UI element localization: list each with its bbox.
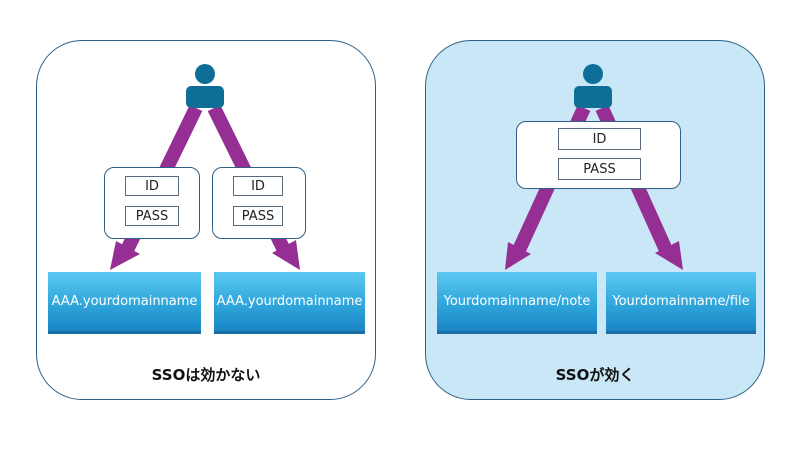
service-aaa-2: AAA.yourdomainname <box>214 272 365 334</box>
service-aaa-1: AAA.yourdomainname <box>48 272 201 334</box>
person-icon <box>186 64 224 108</box>
service-file: Yourdomainname/file <box>606 272 756 334</box>
credentials-box-left-1: ID PASS <box>104 167 200 239</box>
pass-field: PASS <box>125 206 179 226</box>
pass-field: PASS <box>233 206 283 226</box>
id-field: ID <box>125 176 179 196</box>
id-field: ID <box>558 128 641 150</box>
pass-field: PASS <box>558 158 641 180</box>
credentials-box-shared: ID PASS <box>516 121 681 189</box>
person-icon <box>574 64 612 108</box>
service-note: Yourdomainname/note <box>437 272 597 334</box>
caption-sso-working: SSOが効く <box>555 366 635 384</box>
caption-sso-not-working: SSOは効かない <box>151 366 261 384</box>
credentials-box-left-2: ID PASS <box>212 167 306 239</box>
id-field: ID <box>233 176 283 196</box>
